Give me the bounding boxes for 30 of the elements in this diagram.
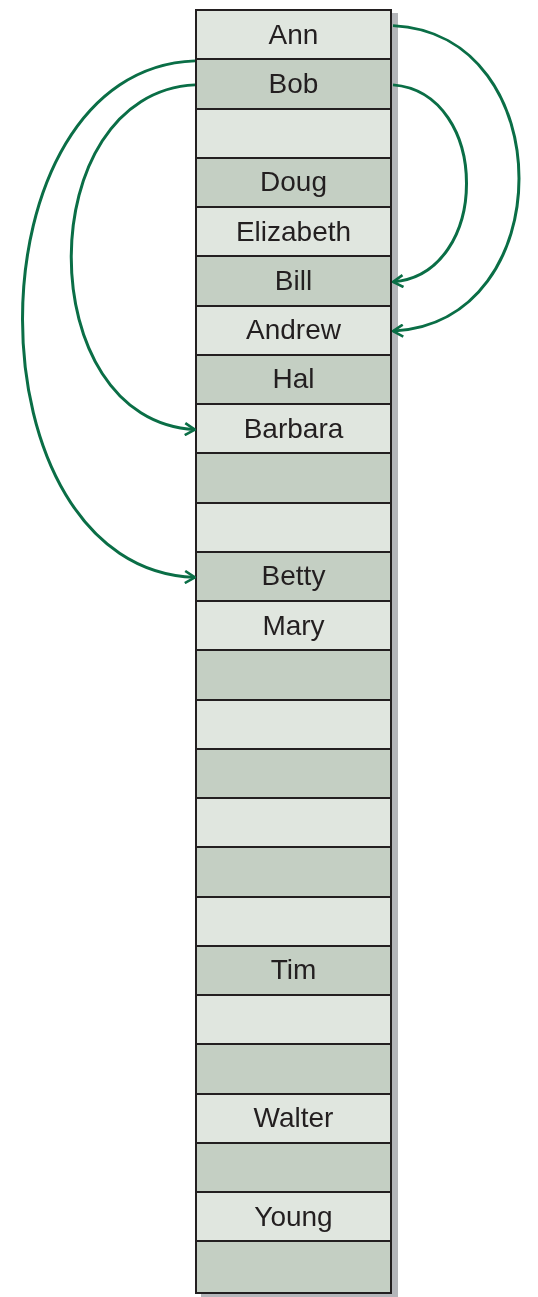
empty-slot — [197, 799, 390, 849]
empty-slot — [197, 700, 390, 750]
arrow — [21, 59, 197, 583]
array-slot: Walter — [197, 1094, 390, 1144]
array-slot: Barbara — [197, 405, 390, 455]
array-slot: Mary — [197, 602, 390, 652]
empty-slot — [197, 109, 390, 159]
array-slot: Tim — [197, 946, 390, 996]
empty-slot — [197, 749, 390, 799]
array-slot: Elizabeth — [197, 208, 390, 258]
array-slot: Bob — [197, 60, 390, 110]
empty-slot — [197, 1143, 390, 1193]
array-slot: Hal — [197, 355, 390, 405]
empty-slot — [197, 897, 390, 947]
array-slot: Ann — [197, 11, 390, 61]
arrow — [391, 24, 521, 337]
array-slot: Bill — [197, 257, 390, 307]
array-slot: Young — [197, 1193, 390, 1243]
empty-slot — [197, 454, 390, 504]
empty-slot — [197, 996, 390, 1046]
array-slot: Betty — [197, 552, 390, 602]
empty-slot — [197, 1242, 390, 1292]
empty-slot — [197, 1045, 390, 1095]
empty-slot — [197, 503, 390, 553]
empty-slot — [197, 848, 390, 898]
arrow — [69, 83, 197, 435]
array-slot: Andrew — [197, 306, 390, 356]
array-slot: Doug — [197, 158, 390, 208]
empty-slot — [197, 651, 390, 701]
arrow — [391, 83, 468, 287]
